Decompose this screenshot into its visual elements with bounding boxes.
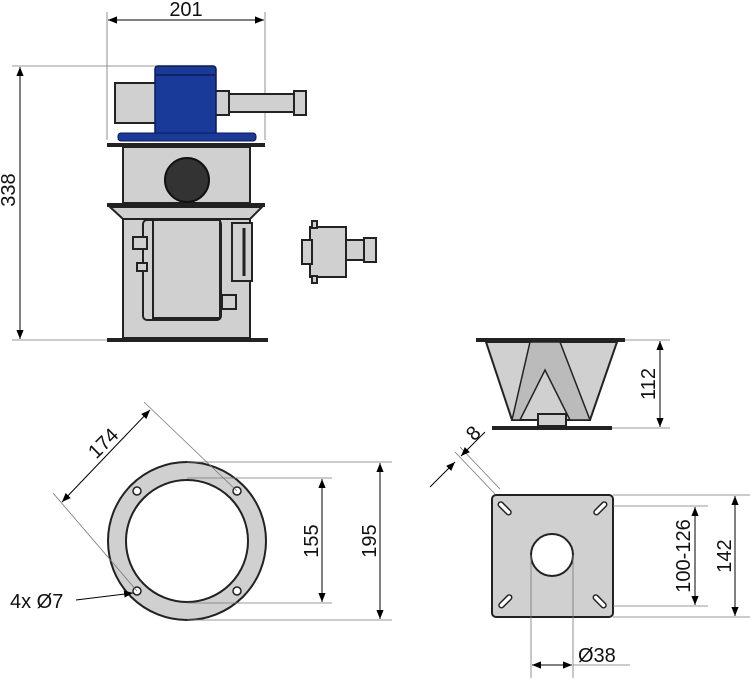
dim-38: Ø38: [578, 645, 616, 667]
connector-detail: [301, 220, 377, 284]
dim-195: 195: [359, 524, 381, 557]
gearbox: [114, 82, 158, 124]
ring-flange-view: 155 195 174 4x Ø7: [10, 401, 392, 621]
sight-glass: [231, 222, 253, 282]
inspection-port: [164, 157, 210, 203]
stand-view: 112: [476, 338, 670, 430]
dim-155: 155: [301, 524, 323, 557]
dim-338: 338: [0, 173, 20, 206]
hole-callout: 4x Ø7: [10, 591, 63, 613]
dim-8: 8: [462, 422, 485, 445]
dim-174: 174: [84, 424, 123, 463]
dim-201: 201: [169, 0, 202, 21]
dim-100-126: 100-126: [673, 519, 695, 592]
dim-142: 142: [714, 539, 736, 572]
dim-112: 112: [638, 368, 660, 400]
front-view: 201 338: [0, 0, 307, 342]
motor: [154, 65, 217, 137]
base-plate-view: 142 100-126 Ø38 8: [429, 422, 750, 678]
